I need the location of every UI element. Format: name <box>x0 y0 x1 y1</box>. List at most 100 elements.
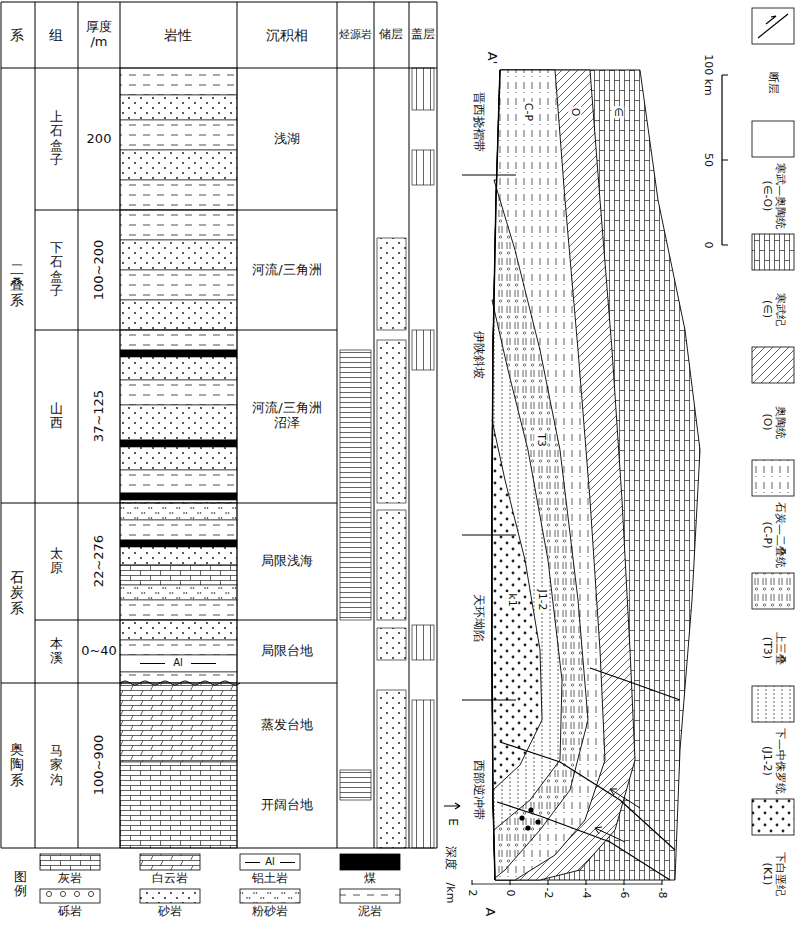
lithology-bed <box>120 440 237 447</box>
legend-label: 砾岩 <box>58 905 82 919</box>
lithology-bed <box>120 683 237 762</box>
formation-name: 上石盒子 <box>50 110 63 167</box>
facies-name: 蒸发台地 <box>261 718 313 733</box>
legend-swatch <box>340 854 400 870</box>
fault-arrow <box>595 827 625 842</box>
scale-value: 50 <box>702 153 715 167</box>
lithology-bed <box>120 68 237 95</box>
legend-swatch <box>340 889 400 903</box>
lithology-bed <box>120 493 237 500</box>
fault-line <box>497 802 670 880</box>
header-cell: 系 <box>10 27 24 43</box>
depth-axis <box>472 884 662 885</box>
lithology-bed <box>120 447 237 470</box>
layer-label: J1-2 <box>536 588 549 611</box>
legend-swatch <box>752 121 794 157</box>
legend-swatch <box>140 854 200 870</box>
thickness-value: 100~900 <box>92 735 107 796</box>
depth-tick: -2 <box>542 888 555 899</box>
formation-name: 山西 <box>50 402 63 431</box>
conglomerate-dot <box>519 815 524 820</box>
depth-tick: 2 <box>466 890 479 897</box>
table-line <box>35 330 337 331</box>
depth-tick: -8 <box>656 888 669 899</box>
legend-label: 下—中侏罗统 (J1-2) <box>760 727 785 796</box>
depth-tick: -6 <box>618 888 631 899</box>
layer-label: T3 <box>535 432 548 448</box>
legend-label: 白云岩 <box>152 872 188 886</box>
lithology-bed <box>120 150 237 180</box>
structural-unit: 天环坳陷 <box>471 594 485 642</box>
lithology-bed <box>120 357 237 380</box>
table-line <box>120 2 121 848</box>
legend <box>40 8 794 903</box>
legend-label: 灰岩 <box>58 872 82 886</box>
legend-label: 寒武纪 (∈) <box>760 291 785 327</box>
lithology-bed <box>120 585 237 600</box>
legend-swatch <box>752 460 794 496</box>
facies-name: 局限台地 <box>261 644 313 659</box>
stratum <box>492 70 635 880</box>
legend-title: 图例 <box>14 870 27 899</box>
unit-separator <box>462 535 516 536</box>
system-name: 奥陶系 <box>10 742 24 788</box>
legend-label: 石炭—二叠统 (C-P) <box>760 501 785 570</box>
lithology-bed <box>120 330 237 350</box>
lithology-bed <box>120 470 237 493</box>
lithology-bed <box>120 600 237 620</box>
table-line <box>1 68 437 69</box>
header-cell: 沉积相 <box>266 27 308 43</box>
section-end: A' <box>485 52 500 64</box>
layer-label: k1 <box>506 592 519 607</box>
lithology-bed <box>120 520 237 540</box>
layer-label: O <box>569 107 582 118</box>
thickness-value: 22~276 <box>92 535 107 587</box>
lithology-bed <box>120 655 237 672</box>
fault-arrow <box>610 789 640 808</box>
lithology-bed <box>120 270 237 300</box>
conglomerate-dot <box>535 819 540 824</box>
ground-surface <box>492 70 500 880</box>
column-fill <box>412 700 434 848</box>
column-fill <box>340 770 371 800</box>
lithology-bed <box>120 565 237 585</box>
header-cell: 烃源岩 <box>339 29 372 42</box>
direction-arrow <box>444 803 460 809</box>
facies-name: 河流/三角洲 <box>252 263 321 278</box>
lithology-bed <box>120 300 237 330</box>
legend-label: 煤 <box>364 872 376 886</box>
axis-title: 深度 <box>443 846 457 870</box>
lithology-bed <box>120 240 237 270</box>
column-fill <box>377 510 406 620</box>
column-fill <box>412 150 434 185</box>
thickness-value: 0~40 <box>81 644 117 659</box>
fault-line <box>590 668 680 700</box>
legend-swatch <box>40 854 100 870</box>
strat-table <box>1 2 437 848</box>
fault-symbol <box>758 14 788 38</box>
legend-swatch <box>40 889 100 903</box>
unit-separator <box>462 700 516 701</box>
conglomerate-dot <box>525 825 530 830</box>
legend-swatch <box>752 573 794 609</box>
lithology-bed <box>120 405 237 440</box>
lithology-bed <box>120 547 237 565</box>
header-cell: 组 <box>49 27 63 43</box>
system-name: 石炭系 <box>10 570 24 616</box>
table-line <box>237 2 238 848</box>
facies-name: 浅湖 <box>274 132 300 147</box>
column-fill <box>377 690 406 848</box>
stratum <box>492 70 700 880</box>
lithology-bed <box>120 380 237 405</box>
header-cell: 储层 <box>379 28 403 42</box>
stratum <box>492 420 542 790</box>
legend-swatch <box>140 889 200 903</box>
column-fill <box>377 238 406 330</box>
bauxite-mark: Al <box>264 856 276 868</box>
structural-unit: 晋西挠褶带 <box>471 92 485 152</box>
lithology-bed <box>120 672 237 683</box>
lithology-bed <box>120 540 237 547</box>
legend-label: 粉砂岩 <box>252 905 288 919</box>
